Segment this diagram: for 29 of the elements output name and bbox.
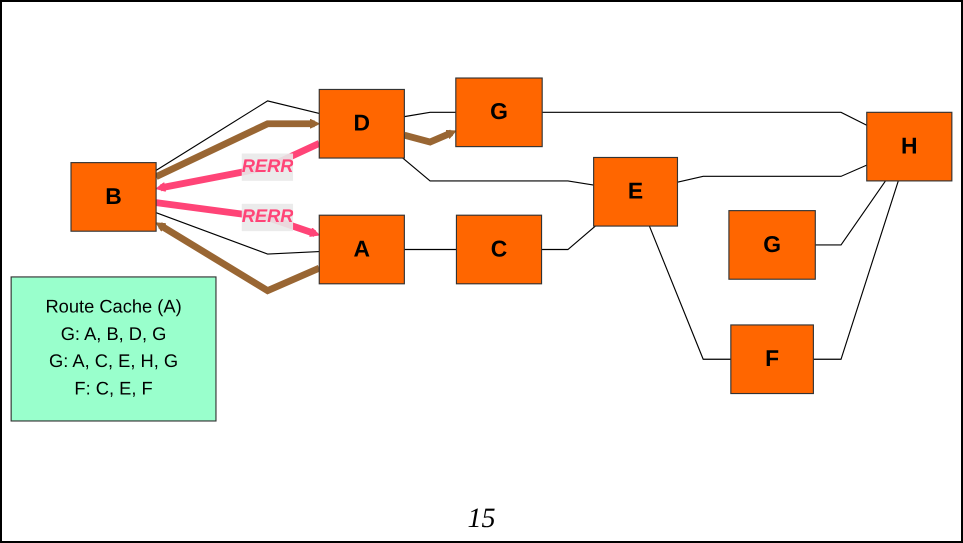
connector xyxy=(404,248,456,250)
connector xyxy=(813,180,899,360)
connector xyxy=(815,180,886,246)
edge-label: RERR xyxy=(242,156,294,176)
connector xyxy=(542,112,867,126)
connector xyxy=(677,164,867,183)
arrow xyxy=(156,222,321,295)
connector xyxy=(156,212,320,255)
node-box: B xyxy=(70,162,157,232)
connector xyxy=(542,226,596,250)
connector xyxy=(402,158,594,186)
node-box: C xyxy=(456,214,542,284)
edge-label: RERR xyxy=(242,207,294,227)
arrow xyxy=(156,140,321,192)
node-box: A xyxy=(318,214,405,284)
node-box: E xyxy=(593,156,678,227)
arrow xyxy=(156,199,320,237)
node-box: G xyxy=(455,77,543,148)
connector xyxy=(648,226,731,360)
node-box: Route Cache (A) G: A, B, D, G G: A, C, E, H, G F: C, E, F xyxy=(10,276,217,422)
node-box: F xyxy=(730,324,814,394)
page-number: 15 xyxy=(468,503,496,535)
node-box: H xyxy=(866,112,952,182)
connector xyxy=(156,100,320,171)
node-box: G xyxy=(728,210,816,280)
node-box: D xyxy=(318,88,405,159)
connector xyxy=(404,112,456,118)
arrow xyxy=(154,118,320,180)
arrow xyxy=(403,130,456,146)
